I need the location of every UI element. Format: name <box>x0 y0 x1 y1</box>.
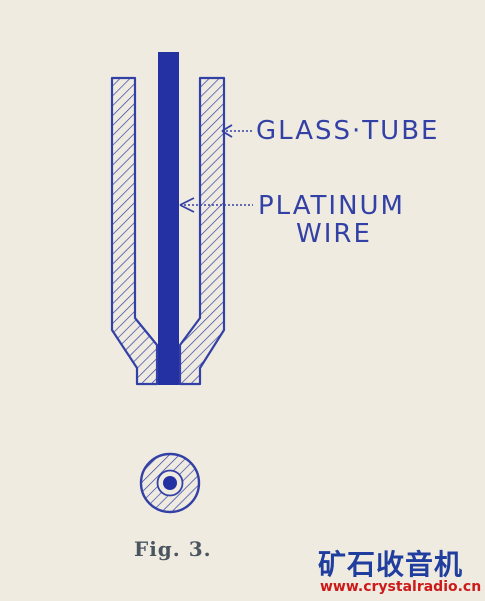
platinum-label: PLATINUM <box>258 191 405 221</box>
wire-label: WIRE <box>296 219 372 249</box>
platinum-wire-arrow-icon <box>179 197 195 213</box>
glass-tube-arrow-icon <box>221 124 233 138</box>
glass-tube-left-wall <box>110 76 159 386</box>
figure-caption: Fig. 3. <box>134 537 212 561</box>
watermark-site-name: 矿石收音机 <box>318 548 464 581</box>
cross-section-wire <box>163 476 177 490</box>
glass-tube-right-wall <box>178 76 226 386</box>
glass-tube-label: GLASS·TUBE <box>256 116 440 146</box>
watermark-url: www.crystalradio.cn <box>320 579 482 595</box>
platinum-wire <box>158 52 179 385</box>
